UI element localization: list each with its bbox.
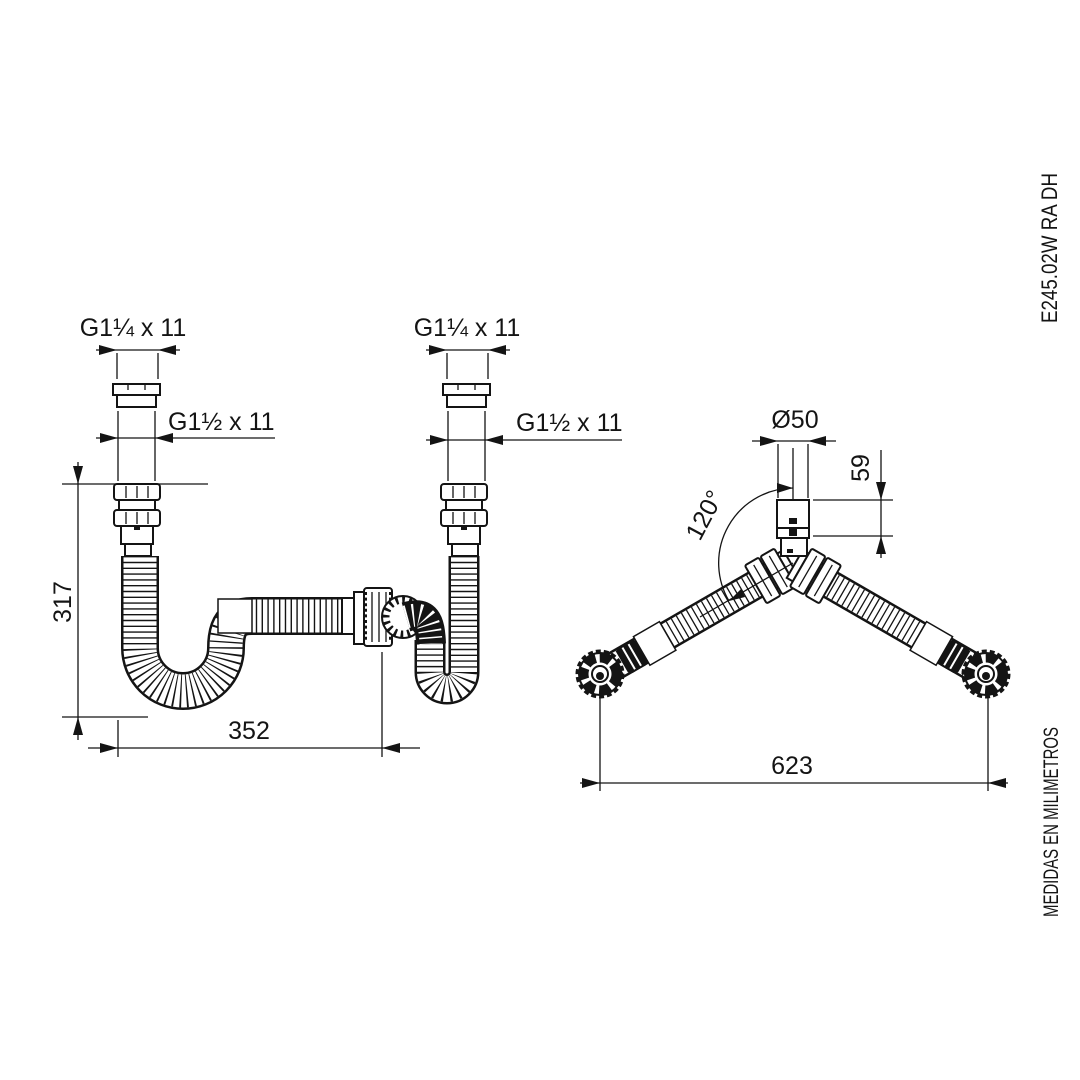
- product-code-label: E245.02W RA DH: [1037, 173, 1062, 323]
- reducer-adapter-right: [442, 383, 491, 408]
- dim-trap-height-value: 317: [49, 581, 77, 623]
- wye-arm-right: [789, 552, 987, 686]
- end-fitting-right: [961, 649, 1011, 699]
- dim-branch-angle-value: 120°: [680, 486, 729, 545]
- smooth-sleeve: [217, 598, 253, 634]
- wye-connector-figure: Ø50 59 120° 623: [575, 406, 1011, 791]
- dim-outlet-diameter-value: Ø50: [771, 406, 818, 434]
- wye-arm-left: [599, 552, 797, 686]
- fitting-detail-right: G1¼ x 11 G1½ x 11: [414, 314, 623, 481]
- end-fitting-left: [575, 649, 625, 699]
- units-label: MEDIDAS EN MILIMETROS: [1040, 727, 1063, 917]
- dim-outlet-diameter: Ø50: [752, 406, 836, 498]
- inlet-nut-right: [440, 483, 488, 557]
- outlet-stub: [776, 499, 810, 557]
- reducer-adapter-left: [112, 383, 161, 408]
- thread-label-top-right: G1¼ x 11: [414, 314, 521, 342]
- wye-nut-right: [785, 548, 842, 604]
- dim-span: 623: [580, 697, 1008, 791]
- inlet-nut-left: [113, 483, 161, 557]
- dim-span-value: 623: [771, 752, 813, 780]
- dim-stub-height-value: 59: [847, 454, 875, 482]
- dim-trap-length: 352: [88, 652, 420, 757]
- thread-label-top-left: G1¼ x 11: [80, 314, 187, 342]
- trap-figure: 317 352: [49, 462, 488, 757]
- fitting-detail-left: G1¼ x 11 G1½ x 11: [80, 314, 275, 481]
- thread-label-bottom-left: G1½ x 11: [168, 408, 275, 436]
- dim-trap-height: 317: [49, 462, 208, 740]
- thread-label-bottom-right: G1½ x 11: [516, 409, 623, 437]
- dim-stub-height: 59: [813, 450, 893, 558]
- dim-trap-length-value: 352: [228, 717, 270, 745]
- side-labels: E245.02W RA DH MEDIDAS EN MILIMETROS: [1037, 173, 1063, 917]
